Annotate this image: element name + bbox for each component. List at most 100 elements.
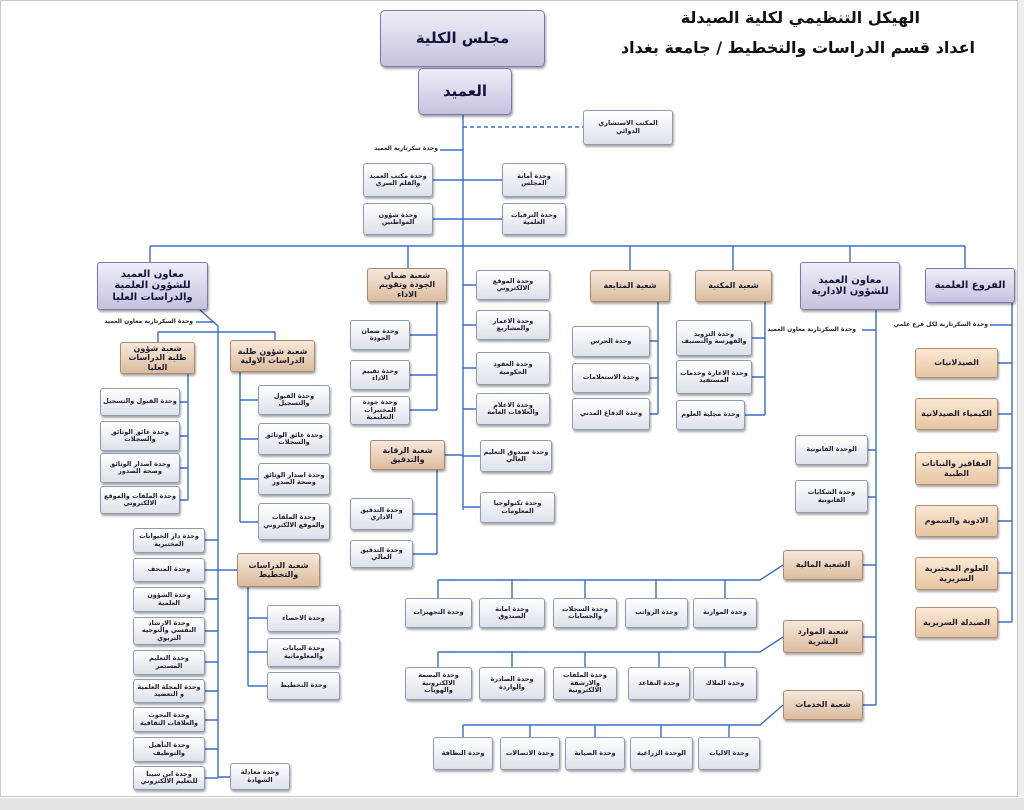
statistics-unit-box: وحدة الاحصاء: [267, 605, 340, 632]
scientific-affairs-unit-box: وحدة الشؤون العلمية: [133, 587, 205, 612]
financial-audit-unit-box: وحدة التدقيق المالي: [350, 540, 413, 568]
communications-unit-box: وحدة الاتصالات: [500, 737, 560, 770]
cleaning-unit-box: وحدة النظافة: [433, 737, 493, 770]
promotions-box: وحدة الترقيات العلمية: [502, 203, 566, 235]
construction-unit-box: وحدة الاعمار والمشاريع: [476, 310, 550, 340]
diagram-title: الهيكل التنظيمي لكلية الصيدلة: [680, 8, 920, 27]
quality-division-box: شعبة ضمان الجودة وتقويم الاداء: [367, 268, 447, 302]
connector-vp-scientific: [157, 309, 276, 778]
window-right-edge: [1018, 0, 1024, 798]
advisory-office-box: المكتب الاستشاري الدوائي: [583, 110, 673, 145]
budget-unit-box: وحدة الموازنة: [693, 598, 757, 628]
planning-unit-box: وحدة التخطيط: [267, 672, 340, 700]
departments-box: الفروع العلمية: [925, 268, 1015, 303]
treasury-unit-box: وحدة امانة الصندوق: [479, 598, 545, 628]
accounts-unit-box: وحدة السجلات والحسابات: [553, 598, 617, 628]
civil-defense-unit-box: وحدة الدفاع المدني: [572, 398, 650, 430]
guards-unit-box: وحدة الحرس: [572, 326, 650, 357]
legal-unit-box: الوحدة القانونية: [795, 435, 868, 465]
vp-admin-box: معاون العميد للشؤون الادارية: [800, 262, 900, 310]
vp-scientific-secretariat-label: وحدة السكرتارية معاون العميد: [104, 318, 193, 325]
window-bottom-edge: [0, 798, 1024, 810]
journal-unit-box: وحدة المجلة العلمية و التعضيد: [133, 679, 205, 703]
department-pharmacognosy-box: العقاقير والنباتات الطبية: [915, 452, 998, 485]
lab-quality-unit-box: وحدة جودة المختبرات التعليمية: [350, 396, 410, 425]
hr-division-box: شعبة الموارد البشرية: [783, 620, 863, 653]
employment-unit-box: وحدة التأهيل والتوظيف: [133, 737, 205, 762]
maintenance-unit-box: وحدة الصيانة: [565, 737, 625, 770]
library-division-box: شعبة المكتبة: [695, 270, 772, 302]
dean-secretariat-label: وحدة سكرتارية العميد: [374, 145, 438, 152]
salaries-unit-box: وحدة الرواتب: [625, 598, 688, 628]
fingerprint-unit-box: وحدة البصمة الالكترونية والهويات: [405, 667, 472, 700]
data-unit-box: وحدة البيانات والمعلوماتية: [267, 638, 340, 667]
council-secretariat-box: وحدة أمانة المجلس: [502, 163, 566, 197]
continuing-education-unit-box: وحدة التعليم المستمر: [133, 650, 205, 675]
followup-division-box: شعبة المتابعة: [590, 270, 670, 302]
connector-audit: [413, 470, 438, 555]
connector-library: [745, 302, 766, 416]
ug-students-division-box: شعبة شؤون طلبة الدراسات الاولية: [230, 340, 315, 372]
information-unit-box: وحدة الاستعلامات: [572, 363, 650, 393]
connector-services: [462, 704, 784, 737]
connector-center-units: [445, 284, 480, 508]
ug-admission-unit-box: وحدة القبول والتسجيل: [258, 385, 330, 415]
department-pharmaceutics-box: الصيدلانيات: [915, 348, 998, 378]
citizens-affairs-box: وحدة شؤون المواطنين: [363, 203, 433, 235]
diagram-subtitle: اعداد قسم الدراسات والتخطيط / جامعة بغدا…: [620, 38, 975, 57]
planning-division-box: شعبة الدراسات والتخطيط: [237, 553, 320, 587]
agriculture-unit-box: الوحدة الزراعية: [630, 737, 693, 770]
connector-quality: [410, 302, 438, 411]
department-clinical-pharmacy-box: الصيدلة السريرية: [915, 607, 998, 638]
animal-house-unit-box: وحدة دار الحيوانات المختبرية: [133, 528, 205, 553]
counseling-unit-box: وحدة الارشاد النفسي والتوجيه التربوي: [133, 617, 205, 645]
it-unit-box: وحدة تكنولوجيا المعلومات: [480, 492, 555, 523]
connector-departments: [990, 303, 1013, 623]
audit-division-box: شعبة الرقابة والتدقيق: [370, 440, 445, 470]
website-unit-box: وحدة الموقع الالكتروني: [476, 270, 550, 300]
pg-students-division-box: شعبة شؤون طلبة الدراسات العليا: [120, 342, 195, 374]
complaints-unit-box: وحدة الشكايات القانونية: [795, 480, 868, 513]
correspondence-unit-box: وحدة الصادرة والواردة: [479, 667, 545, 700]
pg-admission-unit-box: وحدة القبول والتسجيل: [100, 388, 180, 416]
contracts-unit-box: وحدة العقود الحكومية: [476, 352, 550, 385]
science-journal-unit-box: وحدة مجلية العلوم: [676, 400, 745, 430]
connector-hr: [437, 636, 784, 667]
quality-unit-box: وحدة ضمان الجودة: [350, 320, 410, 350]
pg-files-unit-box: وحدة الملفات والموقع الالكتروني: [100, 486, 180, 514]
fund-unit-box: وحدة صندوق التعليم العالي: [480, 440, 552, 472]
vehicles-unit-box: وحدة الاليات: [698, 737, 760, 770]
cataloguing-unit-box: وحدة التزويد والفهرسة والتصنيف: [676, 320, 752, 356]
connector-followup: [650, 302, 659, 415]
media-unit-box: وحدة الاعلام والعلاقات العامة: [476, 393, 550, 425]
museum-unit-box: وحدة المتحف: [133, 558, 205, 582]
performance-unit-box: وحدة تقييم الاداء: [350, 360, 410, 390]
vp-scientific-box: معاون العميد للشؤون العلمية والدراسات ال…: [97, 262, 208, 310]
council-box: مجلس الكلية: [380, 10, 545, 67]
connector-planning: [247, 587, 267, 687]
services-division-box: شعبة الخدمات: [783, 690, 863, 720]
ug-documents-unit-box: وحدة اصدار الوثائق وصحة الصدور: [258, 463, 330, 495]
vp-admin-secretariat-label: وحدة السكرتارية معاون العميد: [767, 326, 856, 333]
dean-box: العميد: [418, 68, 512, 115]
elearning-unit-box: وحدة ابن سينا للتعليم الالكتروني: [133, 766, 205, 790]
ug-records-unit-box: وحدة عائق الوثائق والسجلات: [258, 423, 330, 455]
connector-pg-students: [180, 374, 189, 501]
department-pharm-chemistry-box: الكيمياء الصيدلانية: [915, 398, 998, 430]
pg-documents-unit-box: وحدة اصدار الوثائق وصحة الصدور: [100, 453, 180, 483]
connector-vp-admin: [862, 310, 877, 706]
connector-ug-students: [239, 372, 258, 523]
connector-main-bus: [149, 245, 966, 270]
supplies-unit-box: وحدة التجهيزات: [405, 598, 472, 628]
departments-secretariat-label: وحدة السكرتارية لكل فرع علمي: [893, 321, 988, 328]
connector-finance: [437, 564, 784, 598]
admin-audit-unit-box: وحدة التدقيق الاداري: [350, 498, 413, 530]
connector-dean-units: [433, 149, 502, 220]
research-relations-unit-box: وحدة البحوث والعلاقات الثقافية: [133, 707, 205, 732]
ug-files-unit-box: وحدة الملفات والموقع الالكتروني: [258, 503, 330, 540]
staffing-unit-box: وحدة الملاك: [693, 667, 757, 700]
archive-unit-box: وحدة الملفات والارشفة الالكترونية: [553, 667, 617, 700]
finance-division-box: الشعبة المالية: [783, 550, 863, 580]
connector-vp-scientific-units: [205, 539, 237, 779]
